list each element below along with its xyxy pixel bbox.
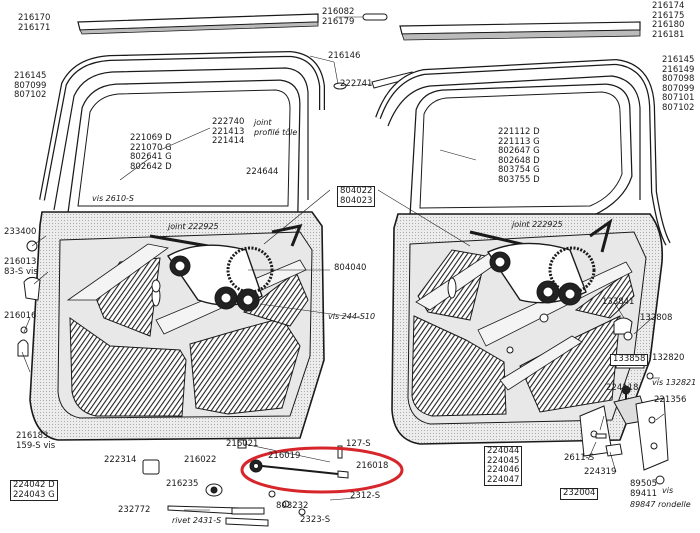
label-232004: 232004 [560,488,599,500]
label-804040: 804040 [334,263,367,273]
label-216174: 216174 216175 216180 216181 [652,1,685,40]
label-vis-132821: vis 132821 [652,378,697,387]
label-224118: 224118 [606,383,639,393]
label-rivet: rivet 2431-S [172,516,222,525]
label-216082: 216082 216179 [322,7,355,27]
label-216145-left: 216145 807099 807102 [14,71,47,100]
rod-216019-216018 [249,445,349,479]
label-vis-2610: vis 2610-S [92,194,134,203]
label-vis-small: vis [662,486,674,495]
clip-216146 [333,82,347,90]
label-216021: 216021 [226,439,259,449]
label-803232: 803232 [276,501,309,511]
label-132808: 132808 [640,313,673,323]
clip-216082 [336,13,388,21]
label-2323s: 2323-S [300,515,331,525]
label-132820: 132820 [652,353,685,363]
label-221356: 221356 [654,395,687,405]
highlight-ellipse [240,446,404,494]
label-joint-profile: joint profilé tôle [254,118,298,137]
label-89505: 89505 89411 [630,479,658,499]
label-216235: 216235 [166,479,199,489]
label-127s: 127-S [346,439,371,449]
label-216019: 216019 [268,451,301,461]
label-221112: 221112 D 221113 G 802647 G 802648 D 8037… [498,127,540,185]
label-224044: 224044 224045 224046 224047 [484,446,523,486]
right-window-glass [409,83,633,217]
label-232772: 232772 [118,505,151,515]
top-strip-left [77,13,319,35]
label-222314: 222314 [104,455,137,465]
label-joint-left: joint 222925 [168,222,219,231]
label-216145-right: 216145 216149 807098 807099 807101 80710… [662,55,695,113]
label-224319: 224319 [584,467,617,477]
small-parts-right [579,317,669,485]
label-216170: 216170 216171 [18,13,51,33]
label-224042: 224042 D 224043 G [10,480,58,501]
right-door-frame-strips [375,58,671,246]
left-door-frame-strips [39,50,325,211]
label-216016: 216016 [4,311,37,321]
label-222740: 222740 221413 221414 [212,117,245,146]
label-216018: 216018 [356,461,389,471]
label-joint-right: joint 222925 [512,220,563,229]
label-222741: 222741 [340,79,373,89]
label-224644: 224644 [246,167,279,177]
label-216013: 216013 83-S vis [4,257,38,277]
right-window-regulator [447,218,613,354]
label-216183: 216183 159-S vis [16,431,56,451]
label-2611s: 2611-S [564,453,595,463]
label-133858: 133858 [610,354,649,366]
label-vis-244: vis 244-S10 [328,312,376,321]
label-2312s: 2312-S [350,491,381,501]
label-221069: 221069 D 221070 G 802641 G 802642 D [130,133,172,172]
label-233400: 233400 [4,227,37,237]
left-door-body [29,211,325,441]
label-133841: 133841 [602,297,635,307]
label-216022: 216022 [184,455,217,465]
left-window-glass [67,79,301,215]
label-89847: 89847 rondelle [630,500,691,509]
label-804022: 804022 804023 [337,186,376,207]
left-window-regulator [149,223,303,312]
top-strip-right [399,21,641,41]
label-216146: 216146 [328,51,361,61]
